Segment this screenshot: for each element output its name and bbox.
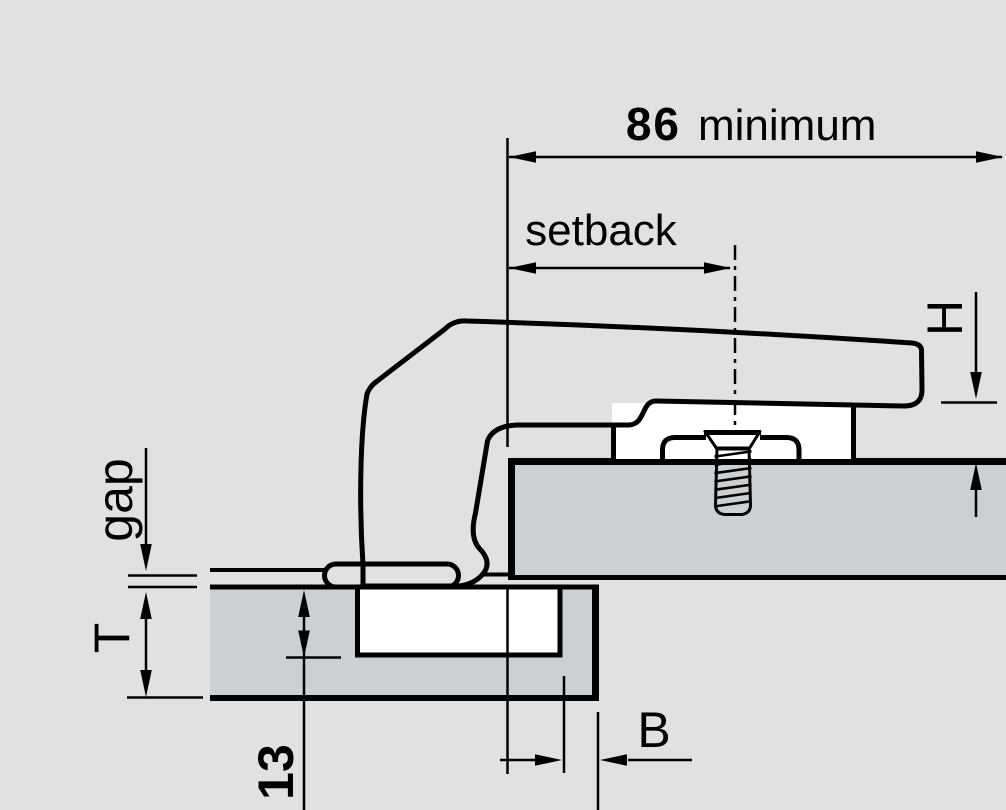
- dim-b-arrow-left: [600, 754, 627, 766]
- dim-setback-arrow-left: [509, 262, 536, 274]
- cabinet-panel-fill: [508, 461, 1006, 578]
- dim-plate-height: H: [917, 292, 997, 517]
- dim-13-value: 13: [248, 744, 304, 800]
- dim-setback-arrow-right: [704, 262, 731, 274]
- dim-t-arrow-up: [140, 592, 152, 619]
- door-panel: [210, 584, 599, 701]
- cabinet-surface-arrow-up: [970, 463, 982, 490]
- screw-shank: [714, 446, 752, 516]
- dim-gap: gap: [87, 448, 197, 589]
- euro-screw: [703, 430, 762, 516]
- dim-t-arrow-down: [140, 670, 152, 697]
- dim-86-value: 86: [626, 98, 681, 150]
- extension-lines: [506, 138, 737, 810]
- hinge-arm: [358, 318, 925, 589]
- dim-86-unit-label: minimum: [698, 101, 876, 150]
- dim-gap-arrow-down: [140, 544, 152, 571]
- dim-bore-depth: 13: [248, 590, 341, 810]
- screw-threads: [714, 450, 752, 508]
- dim-setback-label: setback: [525, 206, 678, 255]
- dim-bore-distance: B: [500, 702, 692, 766]
- dim-min-space: 86 minimum: [509, 98, 1003, 163]
- plate-boss-left: [660, 435, 706, 460]
- dim-h-label: H: [917, 300, 973, 336]
- dim-b-label: B: [637, 702, 670, 758]
- dim-door-thickness: T: [84, 592, 203, 699]
- dim-86-arrow-right: [976, 151, 1003, 163]
- dim-13-arrow-up: [298, 590, 310, 617]
- dim-t-label: T: [84, 623, 140, 654]
- dim-h-arrow-down: [970, 372, 982, 399]
- dim-13-arrow-down: [298, 630, 310, 658]
- dim-gap-label: gap: [87, 458, 143, 541]
- plate-boss-right: [760, 435, 802, 460]
- dim-b-arrow-right: [535, 754, 562, 766]
- dim-setback: setback: [509, 206, 731, 274]
- dim-86-arrow-left: [509, 151, 536, 163]
- hinge-cup-outline: [355, 588, 563, 658]
- cabinet-panel: [508, 458, 1006, 580]
- hinge-cup-bore: [356, 588, 562, 657]
